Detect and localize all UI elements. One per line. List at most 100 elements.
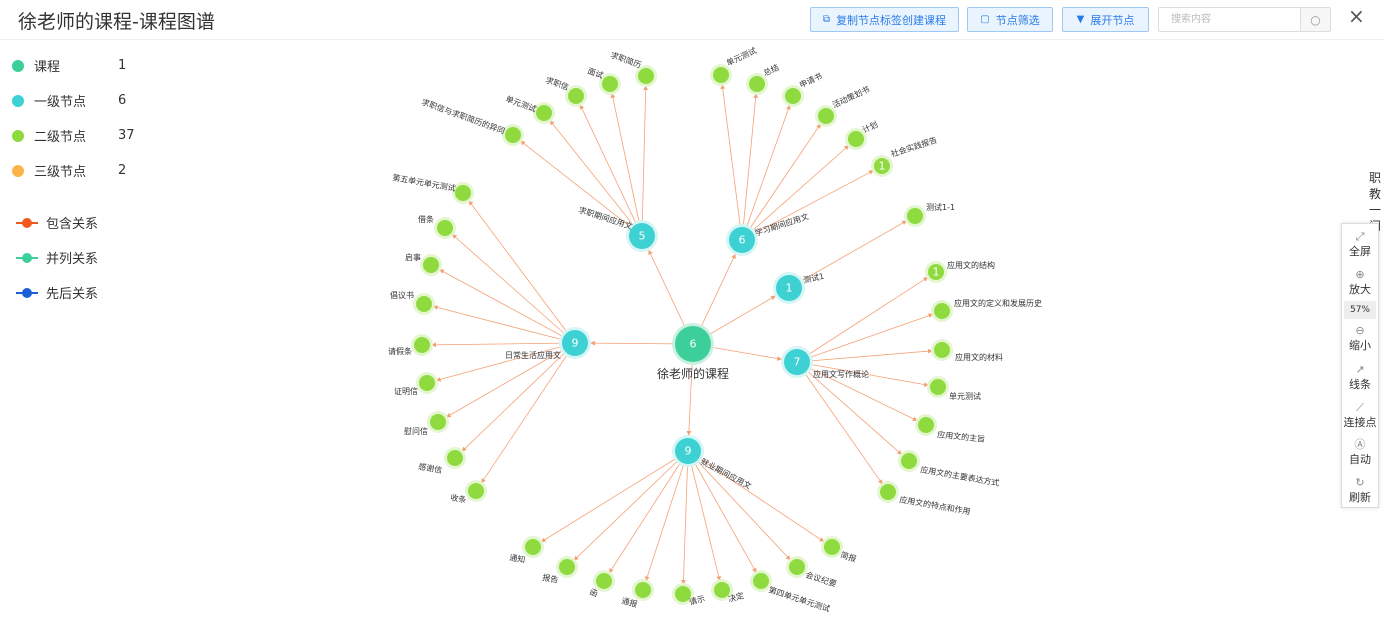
auto-layout-button[interactable]: Ⓐ 自动 (1342, 438, 1378, 467)
node-circle[interactable] (675, 438, 701, 464)
second-level-node[interactable]: 倡议书 (390, 290, 435, 315)
node-circle[interactable] (559, 559, 575, 575)
search-input[interactable] (1159, 8, 1301, 31)
zoom-in-button[interactable]: ⊕ 放大 (1342, 268, 1378, 297)
second-level-node[interactable]: 通报 (620, 579, 654, 609)
search-button[interactable]: ○ (1300, 8, 1330, 31)
legend-relation-parallel[interactable]: 并列关系 (16, 248, 98, 267)
node-circle[interactable] (818, 108, 834, 124)
node-circle[interactable] (713, 67, 729, 83)
node-circle[interactable] (907, 208, 923, 224)
node-circle[interactable] (714, 582, 730, 598)
second-level-node[interactable]: 应用文的特点和作用 (877, 481, 971, 516)
node-circle[interactable] (536, 105, 552, 121)
second-level-node[interactable]: 会议纪要 (786, 556, 838, 589)
node-circle[interactable] (928, 264, 944, 280)
node-circle[interactable] (675, 586, 691, 602)
legend-item-course[interactable]: 课程 1 (12, 56, 142, 75)
node-filter-button[interactable]: ▢ 节点筛选 (967, 7, 1053, 32)
node-circle[interactable] (423, 257, 439, 273)
node-circle[interactable] (629, 223, 655, 249)
second-level-node[interactable]: 请示 (672, 583, 706, 607)
node-circle[interactable] (776, 275, 802, 301)
second-level-node[interactable]: 证明信 (394, 372, 438, 396)
node-circle[interactable] (638, 68, 654, 84)
node-circle[interactable] (753, 573, 769, 589)
lines-button[interactable]: ↗ 线条 (1342, 363, 1378, 392)
second-level-node[interactable]: 单元测试 (927, 376, 981, 401)
second-level-node[interactable]: 借条 (418, 214, 456, 239)
legend-item-level1[interactable]: 一级节点 6 (12, 91, 142, 110)
zoom-out-button[interactable]: ⊖ 缩小 (1342, 324, 1378, 353)
node-circle[interactable] (455, 185, 471, 201)
node-circle[interactable] (785, 88, 801, 104)
second-level-node[interactable]: 慰问信 (404, 411, 449, 436)
node-circle[interactable] (419, 375, 435, 391)
fullscreen-button[interactable]: ⤢ 全屏 (1342, 230, 1378, 259)
close-button[interactable]: × (1348, 4, 1365, 28)
second-level-node[interactable]: 启事 (405, 252, 442, 276)
second-level-node[interactable]: 应用文的材料 (931, 339, 1003, 362)
second-level-node[interactable]: 报告 (542, 556, 578, 585)
side-assistant-label[interactable]: 职教一问 (1369, 171, 1382, 233)
refresh-button[interactable]: ↻ 刷新 (1342, 476, 1378, 505)
legend-item-level3[interactable]: 三级节点 2 (12, 161, 142, 180)
node-circle[interactable] (468, 483, 484, 499)
expand-nodes-button[interactable]: ▼ 展开节点 (1062, 7, 1149, 32)
node-circle[interactable] (749, 76, 765, 92)
second-level-node[interactable]: 应用文的主旨 (915, 414, 986, 444)
node-circle[interactable] (784, 349, 810, 375)
legend-relation-contains[interactable]: 包含关系 (16, 213, 98, 232)
node-circle[interactable] (430, 414, 446, 430)
node-circle[interactable] (848, 131, 864, 147)
second-level-node[interactable]: 应用文的定义和发展历史 (931, 298, 1042, 322)
node-circle[interactable] (416, 296, 432, 312)
node-circle[interactable] (880, 484, 896, 500)
second-level-node[interactable]: 决定 (711, 579, 745, 604)
second-level-node[interactable]: 感谢信 (418, 447, 466, 475)
connect-points-button[interactable]: ⟋ 连接点 (1342, 401, 1378, 430)
second-level-node[interactable]: 第五单元单元测试 (392, 172, 474, 204)
second-level-node[interactable]: 简报 (821, 536, 858, 564)
node-circle[interactable] (635, 582, 651, 598)
second-level-node[interactable]: 申请书 (782, 71, 824, 107)
legend-relation-sequence[interactable]: 先后关系 (16, 283, 98, 302)
node-circle[interactable] (930, 379, 946, 395)
node-circle[interactable] (562, 330, 588, 356)
second-level-node[interactable]: 求职信 (544, 74, 587, 107)
node-circle[interactable] (824, 539, 840, 555)
second-level-node[interactable]: 总结 (746, 62, 780, 95)
node-circle[interactable] (414, 337, 430, 353)
node-circle[interactable] (602, 76, 618, 92)
second-level-node[interactable]: 活动策划书 (815, 84, 871, 127)
node-circle[interactable] (934, 303, 950, 319)
node-circle[interactable] (789, 559, 805, 575)
second-level-node[interactable]: 通知 (509, 536, 544, 565)
node-circle[interactable] (437, 220, 453, 236)
node-circle[interactable] (729, 227, 755, 253)
node-circle[interactable] (568, 88, 584, 104)
node-circle[interactable] (596, 573, 612, 589)
second-level-node[interactable]: 面试 (586, 65, 621, 95)
second-level-node[interactable]: 测试1-1 (904, 202, 955, 227)
second-level-node[interactable]: 函 (588, 570, 615, 599)
second-level-node[interactable]: 应用文的主要表达方式 (898, 450, 1000, 488)
legend-item-level2[interactable]: 二级节点 37 (12, 126, 142, 145)
node-circle[interactable] (525, 539, 541, 555)
second-level-node[interactable]: 收条 (450, 480, 487, 505)
node-circle[interactable] (505, 127, 521, 143)
knowledge-graph[interactable]: 求职信与求职简历的异同单元测试求职信面试求职简历单元测试总结申请书活动策划书计划… (0, 40, 1340, 628)
node-circle[interactable] (447, 450, 463, 466)
node-circle[interactable] (918, 417, 934, 433)
second-level-node[interactable]: 计划 (845, 119, 879, 150)
second-level-node[interactable]: 请假条 (388, 334, 433, 356)
node-circle[interactable] (675, 326, 711, 362)
